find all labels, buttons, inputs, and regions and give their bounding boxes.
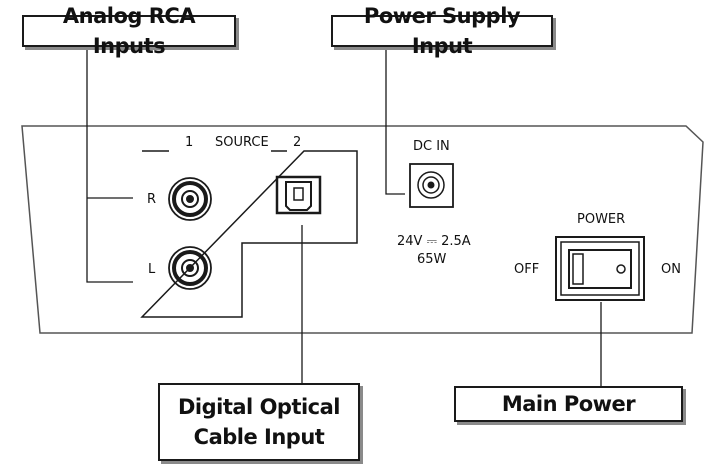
main-power-label: Main Power [501, 392, 636, 416]
rca-jack-icon [168, 246, 212, 290]
power-supply-input-label: Power Supply Input [363, 4, 521, 58]
power-rating-label: 24V ⎓ 2.5A [397, 234, 471, 249]
analog-rca-inputs-callout: Analog RCA Inputs [22, 4, 236, 58]
optical-callout-line-1: Digital Optical [177, 395, 341, 419]
channel-l-label: L [148, 262, 156, 277]
source-label: SOURCE [215, 135, 269, 150]
channel-r-label: R [147, 192, 157, 207]
source-group-outline [140, 150, 358, 318]
power-supply-leader-line [385, 45, 405, 195]
dc-jack-icon [409, 163, 454, 208]
source-2-label: 2 [293, 135, 302, 150]
optical-callout-line-2: Cable Input [193, 425, 325, 449]
analog-leader-line [86, 45, 133, 283]
rca-jack-icon [168, 177, 212, 221]
power-wattage-label: 65W [417, 252, 447, 267]
device-panel-outline [21, 125, 704, 334]
analog-rca-inputs-label: Analog RCA Inputs [62, 4, 196, 58]
off-label: OFF [514, 262, 540, 277]
leader-lines [86, 45, 602, 386]
source-1-label: 1 [185, 135, 194, 150]
digital-optical-cable-input-callout: Digital Optical Cable Input [158, 383, 360, 461]
power-supply-input-callout: Power Supply Input [331, 4, 553, 58]
on-label: ON [661, 262, 681, 277]
power-switch-label: POWER [577, 212, 626, 227]
main-power-callout: Main Power [454, 386, 683, 422]
dc-in-label: DC IN [413, 139, 450, 154]
rocker-switch-icon [555, 236, 645, 301]
optical-port-icon [275, 175, 322, 215]
